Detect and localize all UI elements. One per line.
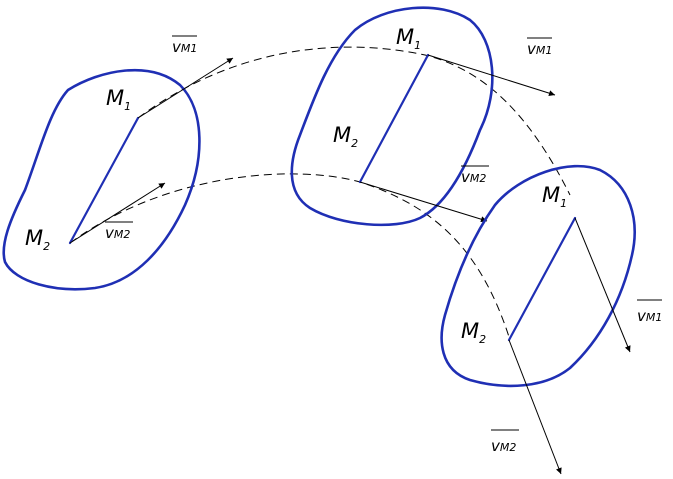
label-m1-body3: M1: [542, 183, 567, 210]
label-v-m1-body2: vM1: [527, 40, 552, 58]
label-m2-body2: M2: [333, 123, 358, 150]
label-v-m2-body1: vM2: [105, 224, 130, 242]
segment-m1-m2-2: [358, 53, 430, 184]
velocity-vector-m1-2: [427, 54, 556, 97]
velocity-vector-m1-1: [137, 57, 234, 119]
label-v-m2-body3: vM2: [491, 437, 516, 455]
label-m1-body1: M1: [106, 86, 131, 113]
trajectory-m1: [137, 46, 571, 196]
segment-m1-m2-1: [68, 116, 140, 245]
label-m2-body3: M2: [461, 319, 486, 346]
label-v-m2-body2: vM2: [461, 168, 486, 186]
body-outline-3: [440, 164, 636, 388]
velocity-vector-m1-3: [574, 217, 631, 353]
segment-m1-m2-3: [507, 216, 577, 342]
velocity-vector-m2-3: [508, 339, 562, 475]
velocity-vector-m2-1: [69, 182, 166, 244]
label-v-m1-body3: vM1: [637, 307, 662, 325]
body-outline-2: [290, 6, 494, 227]
label-v-m1-body1: vM1: [172, 38, 197, 56]
velocity-vector-m2-2: [359, 181, 488, 223]
body-outline-1: [2, 68, 201, 291]
label-m1-body2: M1: [396, 25, 421, 52]
label-m2-body1: M2: [25, 226, 50, 253]
